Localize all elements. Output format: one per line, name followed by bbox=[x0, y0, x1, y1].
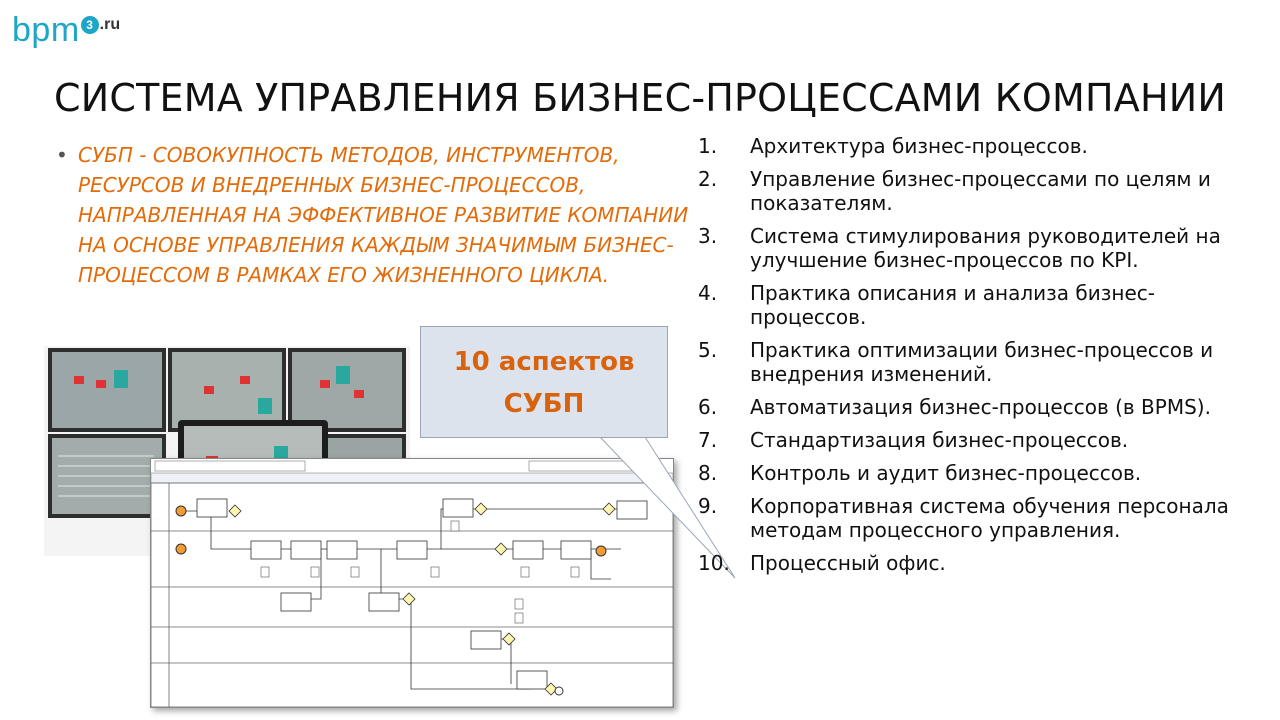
list-item-number: 5. bbox=[698, 338, 718, 362]
list-item-text: Система стимулирования руководителей на … bbox=[750, 224, 1221, 272]
list-item: 1. Архитектура бизнес-процессов. bbox=[698, 134, 1268, 158]
list-item: 4. Практика описания и анализа бизнес-про… bbox=[698, 281, 1268, 329]
monitors-illustration bbox=[44, 346, 410, 556]
logo: bpm 3 .ru bbox=[12, 8, 120, 52]
list-item: 3. Система стимулирования руководителей н… bbox=[698, 224, 1268, 272]
list-item-text: Процессный офис. bbox=[750, 551, 946, 575]
slide-title: СИСТЕМА УПРАВЛЕНИЯ БИЗНЕС-ПРОЦЕССАМИ КОМ… bbox=[54, 76, 1226, 120]
list-item-text: Корпоративная система обучения персонала… bbox=[750, 494, 1229, 542]
list-item: 10. Процессный офис. bbox=[698, 551, 1268, 575]
list-item-text: Стандартизация бизнес-процессов. bbox=[750, 428, 1129, 452]
list-item: 9. Корпоративная система обучения персона… bbox=[698, 494, 1268, 542]
logo-superscript: 3 bbox=[80, 16, 99, 34]
logo-text: bpm bbox=[12, 11, 80, 49]
callout-box: 10 аспектов СУБП bbox=[420, 326, 668, 438]
callout-line-1: 10 аспектов bbox=[453, 347, 635, 377]
list-item-number: 7. bbox=[698, 428, 718, 452]
list-item-number: 3. bbox=[698, 224, 718, 248]
list-item-number: 9. bbox=[698, 494, 718, 518]
aspects-list: 1. Архитектура бизнес-процессов. 2. Управл… bbox=[698, 134, 1268, 584]
logo-domain: .ru bbox=[99, 16, 121, 33]
list-item: 2. Управление бизнес-процессами по целям … bbox=[698, 167, 1268, 215]
bullet-icon: • bbox=[56, 143, 68, 167]
definition-text: СУБП - СОВОКУПНОСТЬ МЕТОДОВ, ИНСТРУМЕНТО… bbox=[78, 143, 689, 287]
list-item-text: Контроль и аудит бизнес-процессов. bbox=[750, 461, 1142, 485]
definition-block: • СУБП - СОВОКУПНОСТЬ МЕТОДОВ, ИНСТРУМЕН… bbox=[56, 140, 698, 290]
list-item: 7. Стандартизация бизнес-процессов. bbox=[698, 428, 1268, 452]
list-item: 8. Контроль и аудит бизнес-процессов. bbox=[698, 461, 1268, 485]
list-item: 6. Автоматизация бизнес-процессов (в BPMS… bbox=[698, 395, 1268, 419]
list-item-number: 6. bbox=[698, 395, 718, 419]
list-item-number: 4. bbox=[698, 281, 718, 305]
list-item-number: 1. bbox=[698, 134, 718, 158]
list-item-text: Управление бизнес-процессами по целям и … bbox=[750, 167, 1211, 215]
list-item: 5. Практика оптимизации бизнес-процессов … bbox=[698, 338, 1268, 386]
list-item-number: 10. bbox=[698, 551, 730, 575]
list-item-text: Автоматизация бизнес-процессов (в BPMS). bbox=[750, 395, 1211, 419]
list-item-text: Практика оптимизации бизнес-процессов и … bbox=[750, 338, 1214, 386]
list-item-number: 8. bbox=[698, 461, 718, 485]
list-item-text: Практика описания и анализа бизнес-проце… bbox=[750, 281, 1155, 329]
list-item-number: 2. bbox=[698, 167, 718, 191]
list-item-text: Архитектура бизнес-процессов. bbox=[750, 134, 1088, 158]
callout-line-2: СУБП bbox=[503, 389, 585, 419]
process-diagram bbox=[150, 458, 674, 708]
